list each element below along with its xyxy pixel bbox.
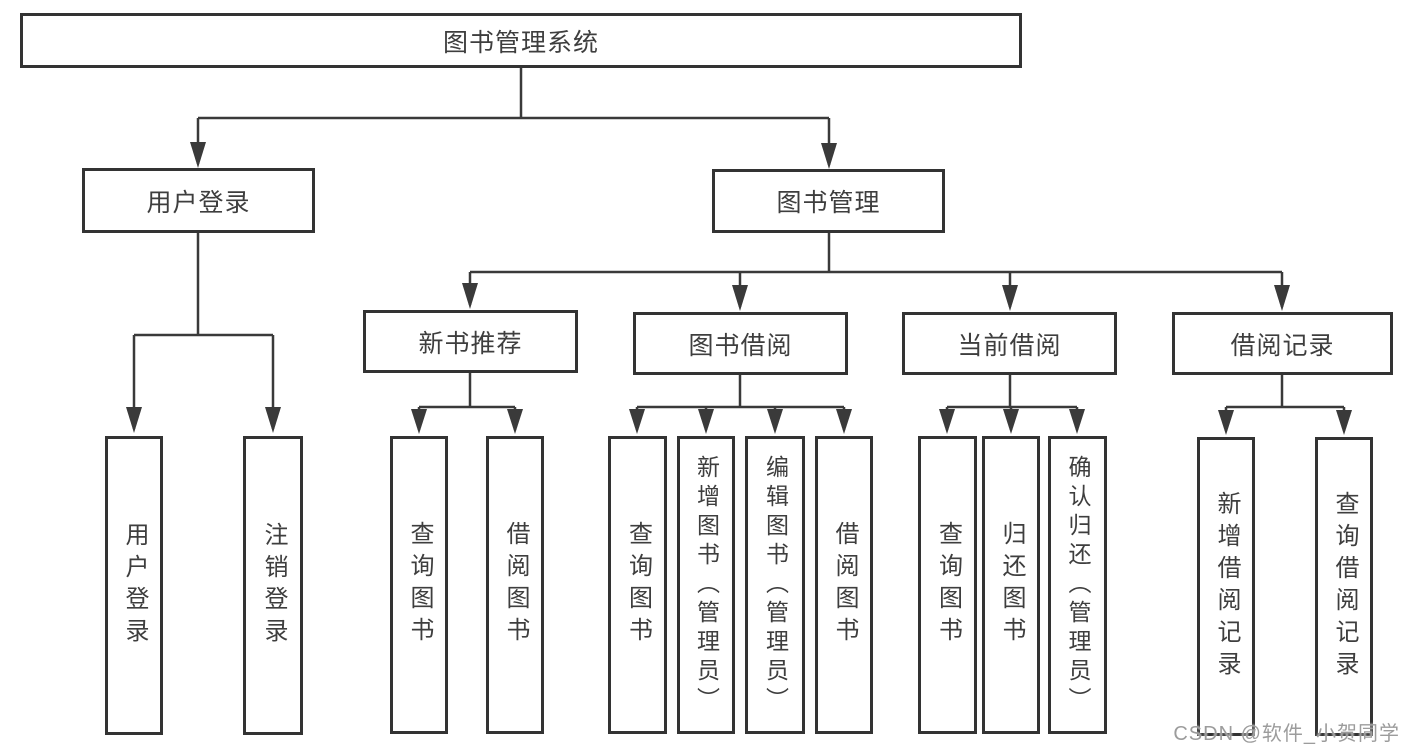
node-new-book-recommend: 新书推荐 [363, 310, 578, 373]
leaf-label: 新增借阅记录 [1213, 490, 1240, 683]
leaf-label: 借阅图书 [831, 521, 858, 649]
node-user-login: 用户登录 [82, 168, 315, 233]
leaf-label: 注销登录 [260, 521, 287, 650]
node-leaf-logout: 注销登录 [243, 436, 303, 735]
node-leaf-confirm-return: 确认归还（管理员） [1048, 436, 1107, 734]
node-leaf-edit-book: 编辑图书（管理员） [745, 436, 805, 734]
leaf-label: 借阅图书 [502, 521, 529, 649]
leaf-label: 查询图书 [934, 521, 962, 649]
node-root: 图书管理系统 [20, 13, 1022, 68]
leaf-label: 查询图书 [624, 521, 652, 649]
leaf-label: 用户登录 [121, 521, 148, 650]
node-leaf-query-book-current: 查询图书 [918, 436, 977, 734]
node-leaf-borrow-book-borrow: 借阅图书 [815, 436, 873, 734]
node-leaf-user-login: 用户登录 [105, 436, 163, 735]
node-book-management: 图书管理 [712, 169, 945, 233]
csdn-watermark: CSDN @软件_小贺同学 [1173, 723, 1400, 745]
node-current-borrow: 当前借阅 [902, 312, 1117, 375]
node-leaf-add-borrow-record: 新增借阅记录 [1197, 437, 1255, 736]
leaf-label: 新增图书（管理员） [693, 454, 720, 716]
node-leaf-borrow-book-recommend: 借阅图书 [486, 436, 544, 734]
leaf-label: 归还图书 [998, 521, 1025, 649]
node-leaf-query-borrow-record: 查询借阅记录 [1315, 437, 1373, 736]
node-leaf-return-book: 归还图书 [982, 436, 1040, 734]
node-book-borrow: 图书借阅 [633, 312, 848, 375]
leaf-label: 查询图书 [406, 521, 433, 649]
node-leaf-add-book: 新增图书（管理员） [677, 436, 735, 734]
node-leaf-query-book-recommend: 查询图书 [390, 436, 448, 734]
leaf-label: 查询借阅记录 [1331, 490, 1358, 683]
node-borrow-records: 借阅记录 [1172, 312, 1393, 375]
leaf-label: 编辑图书（管理员） [762, 454, 789, 716]
leaf-label: 确认归还（管理员） [1065, 454, 1091, 716]
node-leaf-query-book-borrow: 查询图书 [608, 436, 667, 734]
